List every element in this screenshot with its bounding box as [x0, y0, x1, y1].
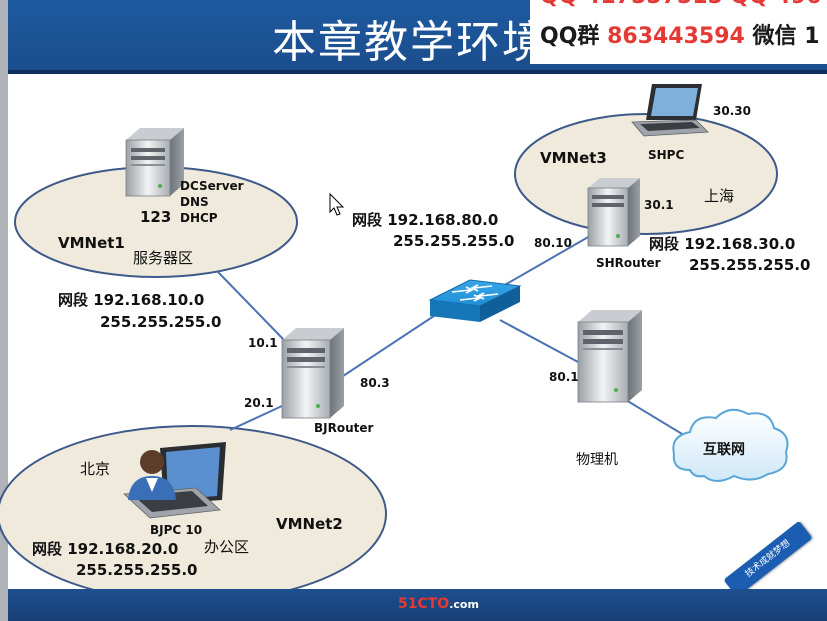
net10-network: 192.168.10.0: [93, 291, 205, 309]
link-bjrouter-vmnet2: [229, 405, 283, 431]
net30-prefix: 网段: [649, 235, 680, 253]
net20-network: 192.168.20.0: [67, 540, 179, 558]
bjrouter-port-vmnet2: 20.1: [244, 396, 274, 410]
shrouter-port-vmnet3: 30.1: [644, 198, 674, 212]
vmnet3-zone: [514, 113, 778, 235]
contact-qq-line: QQ 417557515 QQ 496: [540, 0, 821, 9]
bjrouter-port-switch: 80.3: [360, 376, 390, 390]
physical-ip: 80.1: [549, 370, 579, 384]
net10-label: 网段 192.168.10.0: [58, 289, 204, 310]
link-switch-physical: [499, 319, 579, 363]
shrouter-port-switch: 80.10: [534, 236, 572, 250]
dcserver-role-dc: DCServer: [180, 179, 244, 193]
net10-mask: 255.255.255.0: [100, 313, 222, 331]
bjrouter-port-vmnet1: 10.1: [248, 336, 278, 350]
net80-mask: 255.255.255.0: [393, 232, 515, 250]
dcserver-role-dns: DNS: [180, 195, 209, 209]
net30-network: 192.168.30.0: [684, 235, 796, 253]
bjrouter-icon: [281, 328, 344, 419]
left-edge-strip: [0, 0, 8, 621]
shrouter-icon: [587, 178, 640, 247]
internet-cloud-icon: [672, 408, 789, 482]
vmnet1-name: VMNet1: [58, 234, 125, 252]
net30-mask: 255.255.255.0: [689, 256, 811, 274]
bjrouter-name: BJRouter: [314, 421, 374, 435]
footer-bar: [8, 589, 827, 621]
vmnet2-label: 办公区: [204, 538, 250, 556]
net20-prefix: 网段: [32, 540, 63, 558]
logo-suffix: .com: [449, 598, 479, 611]
link-physical-internet: [615, 393, 693, 441]
shpc-ip: 30.30: [713, 104, 751, 118]
net80-prefix: 网段: [352, 211, 383, 229]
wechat-label: 微信 1: [752, 24, 820, 49]
slide-title: 本章教学环境: [272, 17, 548, 68]
bjpc-name: BJPC 10: [150, 523, 203, 537]
dcserver-icon: [125, 128, 184, 197]
physical-machine-icon: [577, 310, 642, 403]
qq-group-number: 863443594: [607, 24, 745, 49]
vmnet2-name: VMNet2: [276, 515, 343, 533]
vmnet1-label: 服务器区: [133, 249, 194, 267]
dcserver-id: 123: [140, 208, 172, 226]
net20-label: 网段 192.168.20.0: [32, 538, 178, 559]
dcserver-role-dhcp: DHCP: [180, 211, 218, 225]
title-underline: [8, 70, 827, 74]
net80-network: 192.168.80.0: [387, 211, 499, 229]
bjpc-icon: [123, 442, 226, 519]
shpc-name: SHPC: [648, 148, 685, 162]
contact-overlay: QQ 417557515 QQ 496 QQ群 863443594 微信 1: [530, 0, 827, 64]
shrouter-name: SHRouter: [596, 256, 661, 270]
internet-name: 互联网: [703, 442, 745, 458]
shpc-laptop-icon: [631, 84, 709, 137]
vmnet2-city: 北京: [80, 460, 111, 478]
link-vmnet1-bjrouter: [217, 271, 285, 341]
net20-mask: 255.255.255.0: [76, 561, 198, 579]
link-bjrouter-switch: [339, 311, 441, 379]
physical-name: 物理机: [576, 452, 618, 468]
mouse-cursor-icon: [329, 192, 345, 216]
net30-label: 网段 192.168.30.0: [649, 233, 795, 254]
link-switch-shrouter: [495, 235, 591, 291]
contact-qqgroup-line: QQ群 863443594 微信 1: [540, 18, 820, 50]
vmnet3-city: 上海: [704, 187, 735, 205]
net80-label: 网段 192.168.80.0: [352, 209, 498, 230]
switch-icon: [428, 279, 522, 322]
vmnet3-name: VMNet3: [540, 149, 607, 167]
footer-logo: 51CTO.com: [398, 596, 479, 612]
qq-group-prefix: QQ群: [540, 24, 600, 49]
logo-main: 51CTO: [398, 596, 450, 612]
net10-prefix: 网段: [58, 291, 89, 309]
